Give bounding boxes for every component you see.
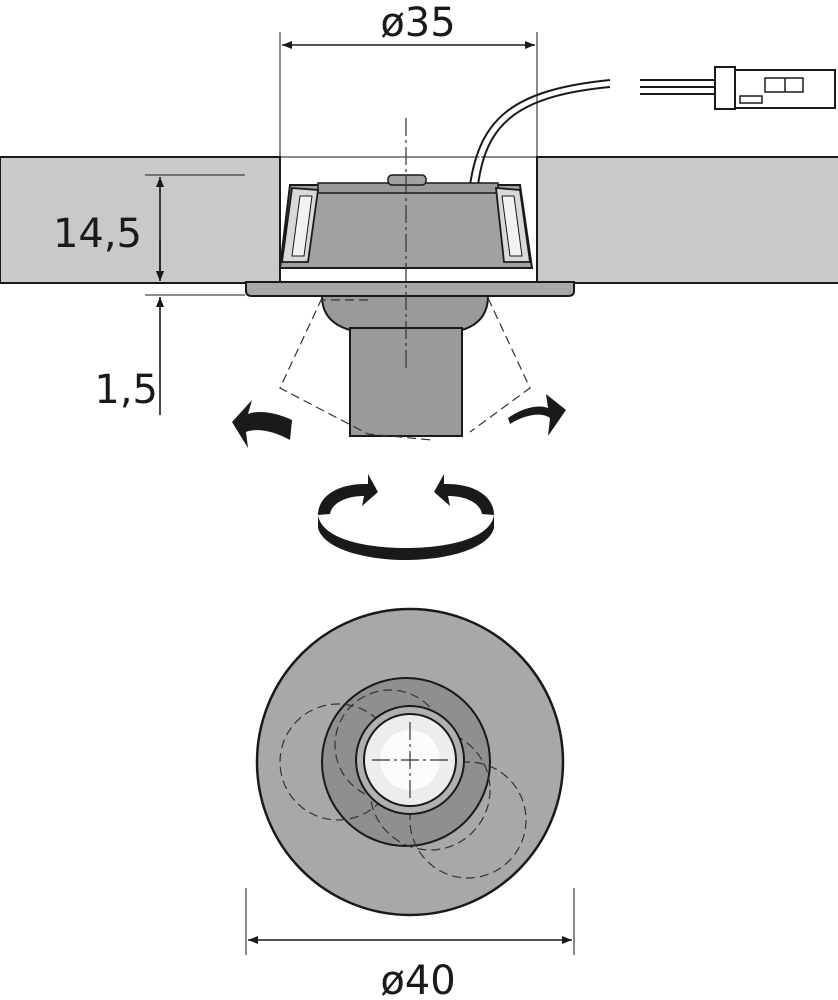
flange-thickness-label: 1,5 xyxy=(94,367,158,413)
housing-body xyxy=(278,174,534,269)
flange xyxy=(245,281,575,297)
side-view: ø35 14,5 1,5 xyxy=(0,0,838,560)
swivel-head xyxy=(279,295,531,441)
cutout-diameter-label: ø35 xyxy=(380,0,455,46)
top-view: ø40 xyxy=(245,607,575,1000)
panel-right xyxy=(536,156,838,284)
panel-thickness-label: 14,5 xyxy=(53,211,142,257)
rotation-arrow-icon xyxy=(318,474,494,560)
cutout-diameter-dimension: ø35 xyxy=(279,0,538,157)
cable xyxy=(469,79,715,186)
tilt-right-arrow-icon xyxy=(508,394,566,436)
flange-diameter-dimension: ø40 xyxy=(245,888,575,1000)
connector-plug-icon xyxy=(714,66,836,110)
panel-left xyxy=(0,156,281,284)
flange-thickness-dimension: 1,5 xyxy=(94,240,245,415)
tilt-left-arrow-icon xyxy=(232,400,292,448)
panel-thickness-dimension: 14,5 xyxy=(53,174,245,281)
flange-diameter-label: ø40 xyxy=(380,958,455,1000)
